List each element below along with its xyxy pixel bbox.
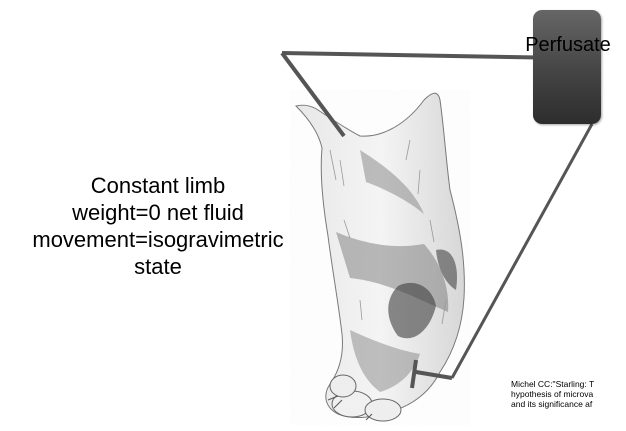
caption-line: state [0, 253, 316, 280]
reference-line: and its significance af [511, 399, 626, 409]
reference-citation: Michel CC:"Starling: T hypothesis of mic… [511, 379, 626, 409]
tube-return [452, 124, 592, 378]
caption: Constant limb weight=0 net fluid movemen… [0, 172, 316, 280]
perfusate-label: Perfusate [510, 34, 626, 56]
perfusate-reservoir [533, 10, 601, 124]
caption-line: weight=0 net fluid [0, 199, 316, 226]
caption-line: movement=isogravimetric [0, 226, 316, 253]
reference-line: hypothesis of microva [511, 389, 626, 399]
caption-line: Constant limb [0, 172, 316, 199]
reference-line: Michel CC:"Starling: T [511, 379, 626, 389]
